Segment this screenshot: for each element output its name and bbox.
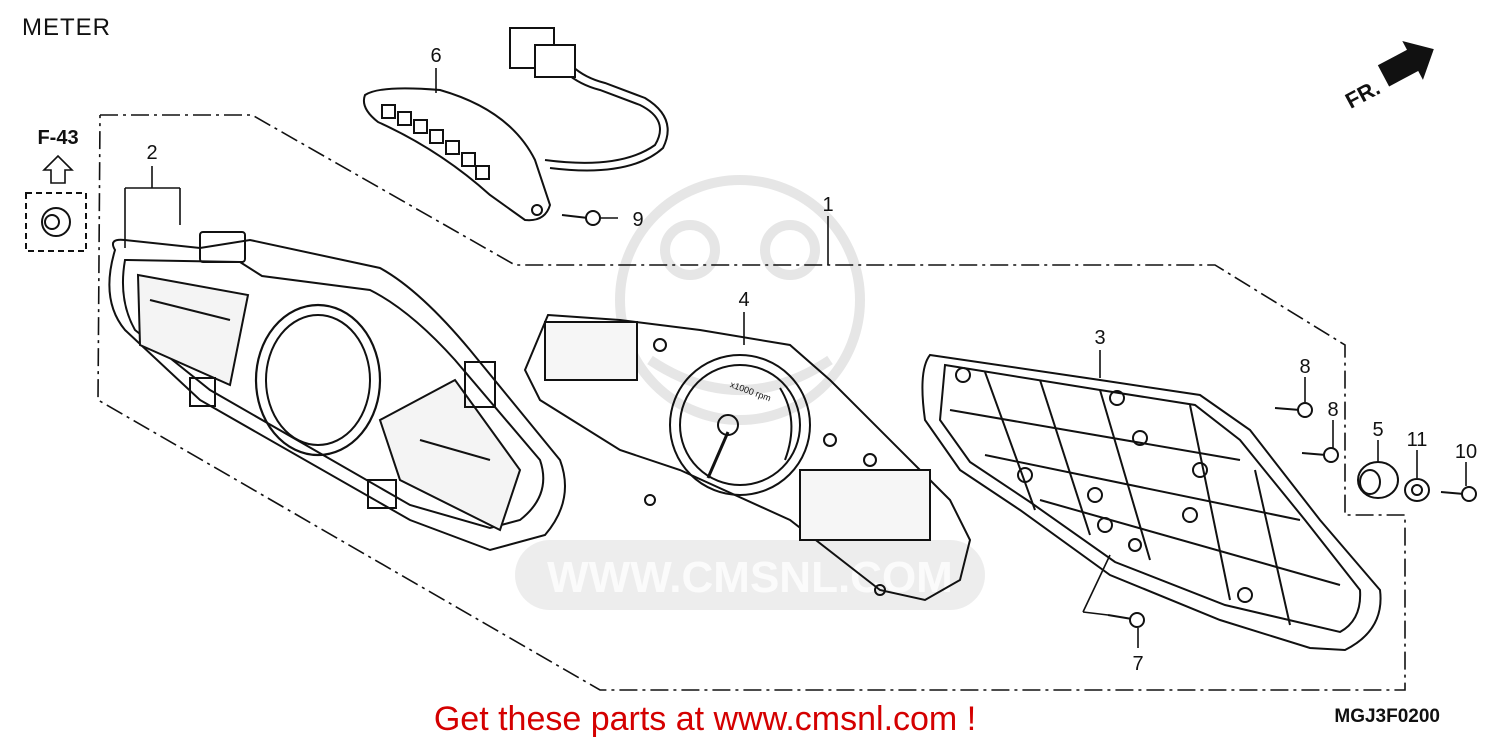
- grommet-ref: [25, 192, 87, 252]
- diagram-code: MGJ3F0200: [1334, 706, 1440, 727]
- front-direction-arrow-icon: [1377, 40, 1434, 87]
- leader-lines: [124, 68, 1467, 648]
- indicator-unit: [362, 27, 669, 222]
- screw-7: [1107, 612, 1145, 628]
- callout-5: 5: [1372, 419, 1383, 441]
- fasteners: [25, 192, 1477, 628]
- assembly-outline: [97, 114, 1406, 691]
- meter-case-lower: [921, 353, 1382, 652]
- meter-case-cover: [108, 231, 566, 552]
- watermark-text: WWW.CMSNL.COM: [547, 553, 953, 602]
- callout-8a: 8: [1299, 356, 1310, 378]
- callout-3: 3: [1094, 327, 1105, 349]
- callout-11: 11: [1407, 429, 1428, 451]
- screw-8b: [1301, 447, 1339, 463]
- direction-label: FR.: [1341, 75, 1384, 114]
- callout-10: 10: [1455, 441, 1477, 463]
- callout-8b: 8: [1327, 399, 1338, 421]
- promo-text[interactable]: Get these parts at www.cmsnl.com !: [433, 700, 977, 738]
- screw-8a: [1274, 402, 1313, 418]
- watermark: [515, 175, 985, 610]
- callout-1: 1: [822, 194, 833, 216]
- collar-11: [1404, 478, 1430, 502]
- callout-2: 2: [146, 142, 157, 164]
- callout-numbers: 1 2 3 4 5 6 7 8 8 9 10 11: [146, 45, 1477, 675]
- callout-6: 6: [430, 45, 441, 67]
- reference-label: F-43: [37, 127, 78, 149]
- callout-4: 4: [738, 289, 749, 311]
- rubber-5: [1357, 461, 1399, 499]
- meter-unit: [523, 313, 972, 602]
- screw-9: [561, 210, 601, 226]
- diagram-title: METER: [22, 14, 111, 41]
- callout-9: 9: [632, 209, 643, 231]
- screw-10: [1440, 486, 1477, 502]
- callout-7: 7: [1132, 653, 1143, 675]
- reference-arrow-icon: [42, 154, 74, 184]
- promo-banner[interactable]: Get these parts at www.cmsnl.com !: [0, 700, 1500, 739]
